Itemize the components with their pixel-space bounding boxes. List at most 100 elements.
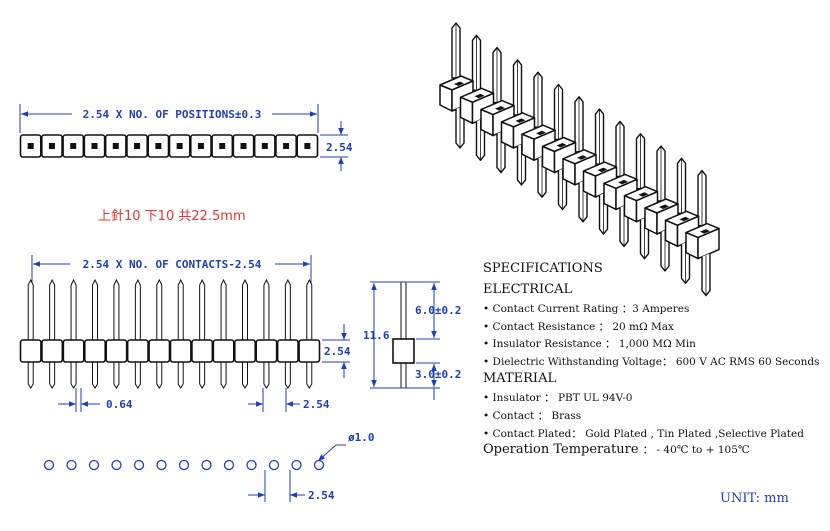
front-pin-upper xyxy=(177,278,184,340)
pcb-hole xyxy=(291,459,302,471)
front-pin-lower xyxy=(220,362,227,389)
front-pin-lower xyxy=(134,362,141,389)
front-dim-label: 2.54 X NO. OF CONTACTS-2.54 xyxy=(83,258,262,271)
front-pin-lower xyxy=(49,362,56,389)
iso-pin-hole xyxy=(597,167,608,173)
top-view: 2.54 X NO. OF POSITIONS±0.3 2.54 xyxy=(19,104,353,171)
top-cell-pin xyxy=(197,143,204,149)
hole-diameter-label: ø1.0 xyxy=(348,431,375,444)
iso-pin-hole xyxy=(515,118,526,123)
front-pin-upper xyxy=(113,278,120,340)
specifications-title: SPECIFICATIONS xyxy=(483,261,603,276)
material-heading: MATERIAL xyxy=(483,371,557,386)
front-pin-lower xyxy=(92,362,98,389)
front-view: 2.54 X NO. OF CONTACTS-2.54 2.54 0.64 2.… xyxy=(19,255,351,412)
front-housing-cell xyxy=(83,339,107,363)
spec-contact-plated: • Contact Plated： Gold Plated , Tin Plat… xyxy=(483,428,804,440)
top-cell-pin xyxy=(261,143,268,149)
front-height-label: 2.54 xyxy=(324,345,351,358)
front-pin-upper xyxy=(220,278,227,340)
spec-contact-resistance: • Contact Resistance ： 20 mΩ Max xyxy=(483,321,674,333)
spec-dielectric-voltage: • Dielectric Withstanding Voltage： 600 V… xyxy=(483,356,820,368)
iso-pin-hole xyxy=(638,192,649,197)
front-housing-cell xyxy=(233,339,257,363)
iso-pin-hole xyxy=(700,229,710,234)
pcb-hole xyxy=(201,459,212,471)
pcb-hole xyxy=(313,459,325,471)
iso-pin-hole xyxy=(659,204,669,209)
top-cell-pin xyxy=(176,143,183,149)
front-pin-upper xyxy=(134,278,141,340)
front-pin-upper xyxy=(242,278,248,340)
front-housing-cell xyxy=(191,339,214,363)
pcb-hole xyxy=(246,459,257,471)
front-housing-cell xyxy=(298,339,321,363)
iso-pin-hole xyxy=(679,216,690,222)
iso-block-front xyxy=(697,227,720,260)
front-pin-lower xyxy=(70,362,77,389)
operation-temperature-value: ： - 40℃ to + 105℃ xyxy=(642,444,750,456)
front-pin-lower xyxy=(113,362,120,389)
pcb-hole xyxy=(178,459,190,471)
front-pin-upper xyxy=(49,278,56,340)
unit-label: UNIT: mm xyxy=(720,491,789,506)
front-pin-lower xyxy=(27,362,34,389)
isometric-view xyxy=(439,22,720,297)
front-pin-lower xyxy=(263,362,270,389)
electrical-heading: ELECTRICAL xyxy=(483,282,573,297)
iso-pin-hole xyxy=(577,155,587,160)
operation-temperature: Operation Temperature ： - 40℃ to + 105℃ xyxy=(483,442,750,457)
front-housing-cell xyxy=(41,339,64,363)
pcb-layout: ø1.0 2.54 xyxy=(43,431,375,502)
iso-pin-hole xyxy=(536,130,546,136)
front-pin-upper xyxy=(92,278,98,340)
operation-temperature-label: Operation Temperature xyxy=(483,442,639,457)
front-housing-cell xyxy=(169,339,192,363)
side-lower-label: 3.0±0.2 xyxy=(415,368,461,381)
front-housing-cell xyxy=(276,339,299,363)
iso-pin-hole xyxy=(454,81,464,86)
front-pin-lower xyxy=(156,362,163,389)
top-cell-pin xyxy=(112,143,119,149)
front-housing-cell xyxy=(126,339,149,363)
front-view-pins xyxy=(19,278,321,389)
pcb-hole xyxy=(88,459,100,471)
spec-insulator: • Insulator ： PBT UL 94V-0 xyxy=(483,392,633,404)
front-pin-lower xyxy=(242,362,248,389)
pcb-hole xyxy=(43,459,55,471)
pin-width-label: 0.64 xyxy=(106,398,133,411)
front-pin-upper xyxy=(306,278,313,340)
spec-contact: • Contact ： Brass xyxy=(483,410,582,422)
side-upper-label: 6.0±0.2 xyxy=(415,304,461,317)
front-pin-upper xyxy=(284,278,291,340)
top-cell-pin xyxy=(283,143,290,149)
iso-pin-hole xyxy=(495,106,505,111)
spec-insulator-resistance: • Insulator Resistance ： 1,000 MΩ Min xyxy=(483,338,696,350)
front-housing-cell xyxy=(148,339,171,363)
top-dim-label: 2.54 X NO. OF POSITIONS±0.3 xyxy=(83,108,262,121)
front-pin-lower xyxy=(306,362,313,389)
front-pin-upper xyxy=(199,278,206,340)
pcb-hole xyxy=(133,459,145,471)
front-housing-cell xyxy=(62,339,85,363)
top-cell-pin xyxy=(240,143,247,149)
front-pin-lower xyxy=(284,362,291,389)
pcb-hole xyxy=(111,459,122,471)
top-cell-pin xyxy=(155,143,162,149)
side-view: 11.6 6.0±0.2 3.0±0.2 xyxy=(363,281,461,400)
pcb-hole xyxy=(268,459,280,471)
side-total-label: 11.6 xyxy=(363,329,390,342)
top-cell-pin xyxy=(134,143,141,149)
spec-current-rating: • Contact Current Rating ：3 Amperes xyxy=(483,303,690,315)
top-cell-pin xyxy=(48,143,55,149)
iso-pin-hole xyxy=(474,93,485,99)
front-pin-upper xyxy=(27,278,34,340)
front-pin-lower xyxy=(199,362,206,389)
front-housing-cell xyxy=(255,339,278,363)
front-pin-upper xyxy=(70,278,77,340)
iso-pin-hole xyxy=(618,179,628,185)
top-cell-pin xyxy=(27,143,34,149)
top-view-cells xyxy=(19,134,319,158)
top-height-label: 2.54 xyxy=(326,141,353,154)
